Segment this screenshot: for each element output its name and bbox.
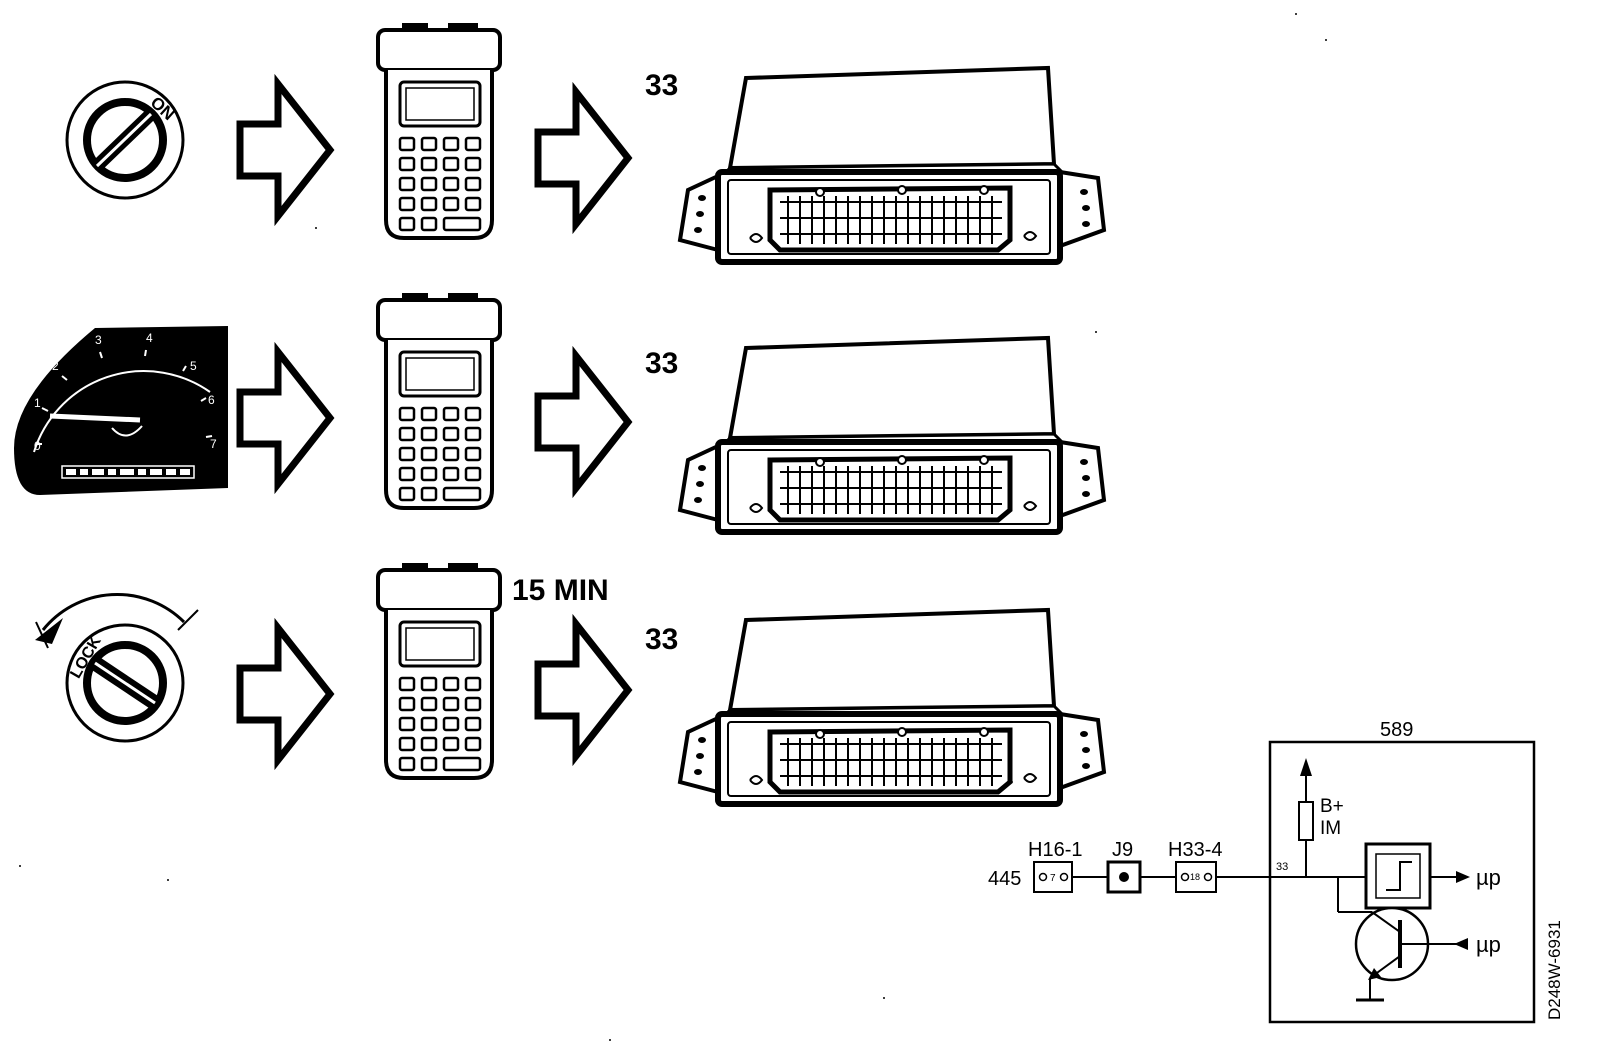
control-module-icon	[680, 338, 1104, 532]
connector-h33-label: H33-4	[1168, 839, 1222, 861]
ignition-switch-lock-icon: LOCK	[65, 623, 185, 743]
block-arrow-icon	[538, 356, 628, 488]
block-arrow-icon	[240, 84, 330, 216]
tach-tick-label: 3	[95, 333, 102, 347]
output-arrow-icon	[1430, 871, 1470, 883]
ecu-pin-label: 33	[645, 623, 678, 656]
figure-code-label: D248W-6931	[1545, 920, 1564, 1020]
scan-tool-icon	[376, 21, 502, 240]
output-microprocessor-label: µp	[1476, 865, 1501, 890]
control-module-icon	[680, 68, 1104, 262]
circuit-schematic: 589 445 H16-1 7 J9 H33-4 18	[988, 719, 1536, 1024]
row-2-engine-running: 0 1 2 3 4 5 6 7 33	[14, 291, 1104, 532]
schmitt-trigger-icon	[1364, 842, 1432, 910]
row-1-ignition-on: ON 33	[65, 21, 1104, 262]
module-id-label: 589	[1380, 719, 1413, 741]
connector-h16-label: H16-1	[1028, 839, 1082, 861]
scan-speck	[19, 13, 1327, 1041]
ecu-pin-label: 33	[645, 347, 678, 380]
ecu-pin-label: 33	[645, 69, 678, 102]
turn-direction-arrow-icon	[35, 592, 199, 649]
tachometer-gauge-icon: 0 1 2 3 4 5 6 7	[14, 326, 228, 495]
tach-tick-label: 1	[34, 396, 41, 410]
block-arrow-icon	[538, 624, 628, 756]
connector-h33-4: 18	[1175, 861, 1217, 893]
control-module-icon	[680, 610, 1104, 804]
tach-tick-label: 4	[146, 331, 153, 345]
wait-duration-label: 15 MIN	[512, 574, 609, 607]
scan-tool-icon	[376, 561, 502, 780]
connector-h33-pin: 18	[1190, 872, 1200, 882]
pull-up-resistor-icon	[1298, 758, 1314, 841]
supply-label-im: IM	[1320, 818, 1341, 839]
junction-j9-label: J9	[1112, 839, 1133, 861]
connector-h16-1: 7	[1033, 861, 1073, 893]
tach-tick-label: 0	[34, 439, 41, 453]
supply-label-b-plus: B+	[1320, 796, 1344, 817]
signal-wire	[1072, 772, 1372, 913]
block-arrow-icon	[240, 628, 330, 760]
module-pin-label: 33	[1276, 861, 1288, 873]
wire-number-label: 445	[988, 868, 1021, 890]
tach-tick-label: 6	[208, 393, 215, 407]
junction-j9	[1106, 860, 1142, 894]
tach-tick-label: 7	[210, 437, 217, 451]
module-589-box	[1268, 740, 1536, 1024]
connector-h16-pin: 7	[1050, 873, 1056, 884]
scan-tool-icon	[376, 291, 502, 510]
input-microprocessor-label: µp	[1476, 932, 1501, 957]
block-arrow-icon	[538, 92, 628, 224]
block-arrow-icon	[240, 352, 330, 484]
transistor-icon	[1354, 906, 1468, 1002]
tach-tick-label: 2	[52, 359, 59, 373]
tach-tick-label: 5	[190, 359, 197, 373]
ignition-switch-on-icon: ON	[65, 80, 185, 200]
row-3-ignition-lock: LOCK 15 MIN 33	[35, 561, 1104, 804]
